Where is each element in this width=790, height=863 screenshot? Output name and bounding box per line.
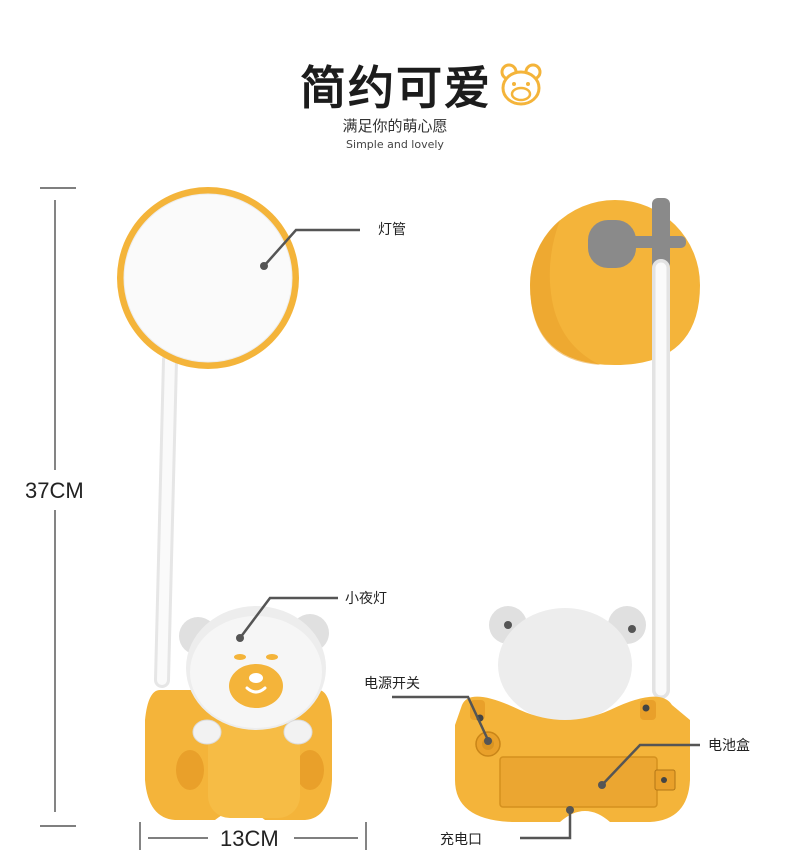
back-lamp — [455, 198, 700, 822]
page-subtitle: 满足你的萌心愿 — [342, 117, 448, 135]
label-charging-port: 充电口 — [440, 832, 482, 848]
page-subtitle-en: Simple and lovely — [346, 138, 444, 151]
bear-face-icon — [500, 63, 542, 106]
leader-lines — [239, 228, 700, 840]
width-dimension-line — [139, 822, 367, 850]
height-dimension-line — [40, 187, 76, 827]
leader-dots — [236, 262, 606, 814]
title-group: 简约可爱 — [300, 52, 546, 118]
height-dimension-label: 37CM — [25, 478, 84, 503]
label-power-switch: 电源开关 — [364, 676, 420, 692]
label-battery-box: 电池盒 — [708, 738, 750, 754]
label-night-light: 小夜灯 — [345, 591, 387, 607]
front-lamp — [117, 187, 332, 820]
label-lamp-tube: 灯管 — [378, 222, 406, 238]
width-dimension-label: 13CM — [220, 826, 279, 851]
page-title: 简约可爱 — [300, 61, 492, 115]
